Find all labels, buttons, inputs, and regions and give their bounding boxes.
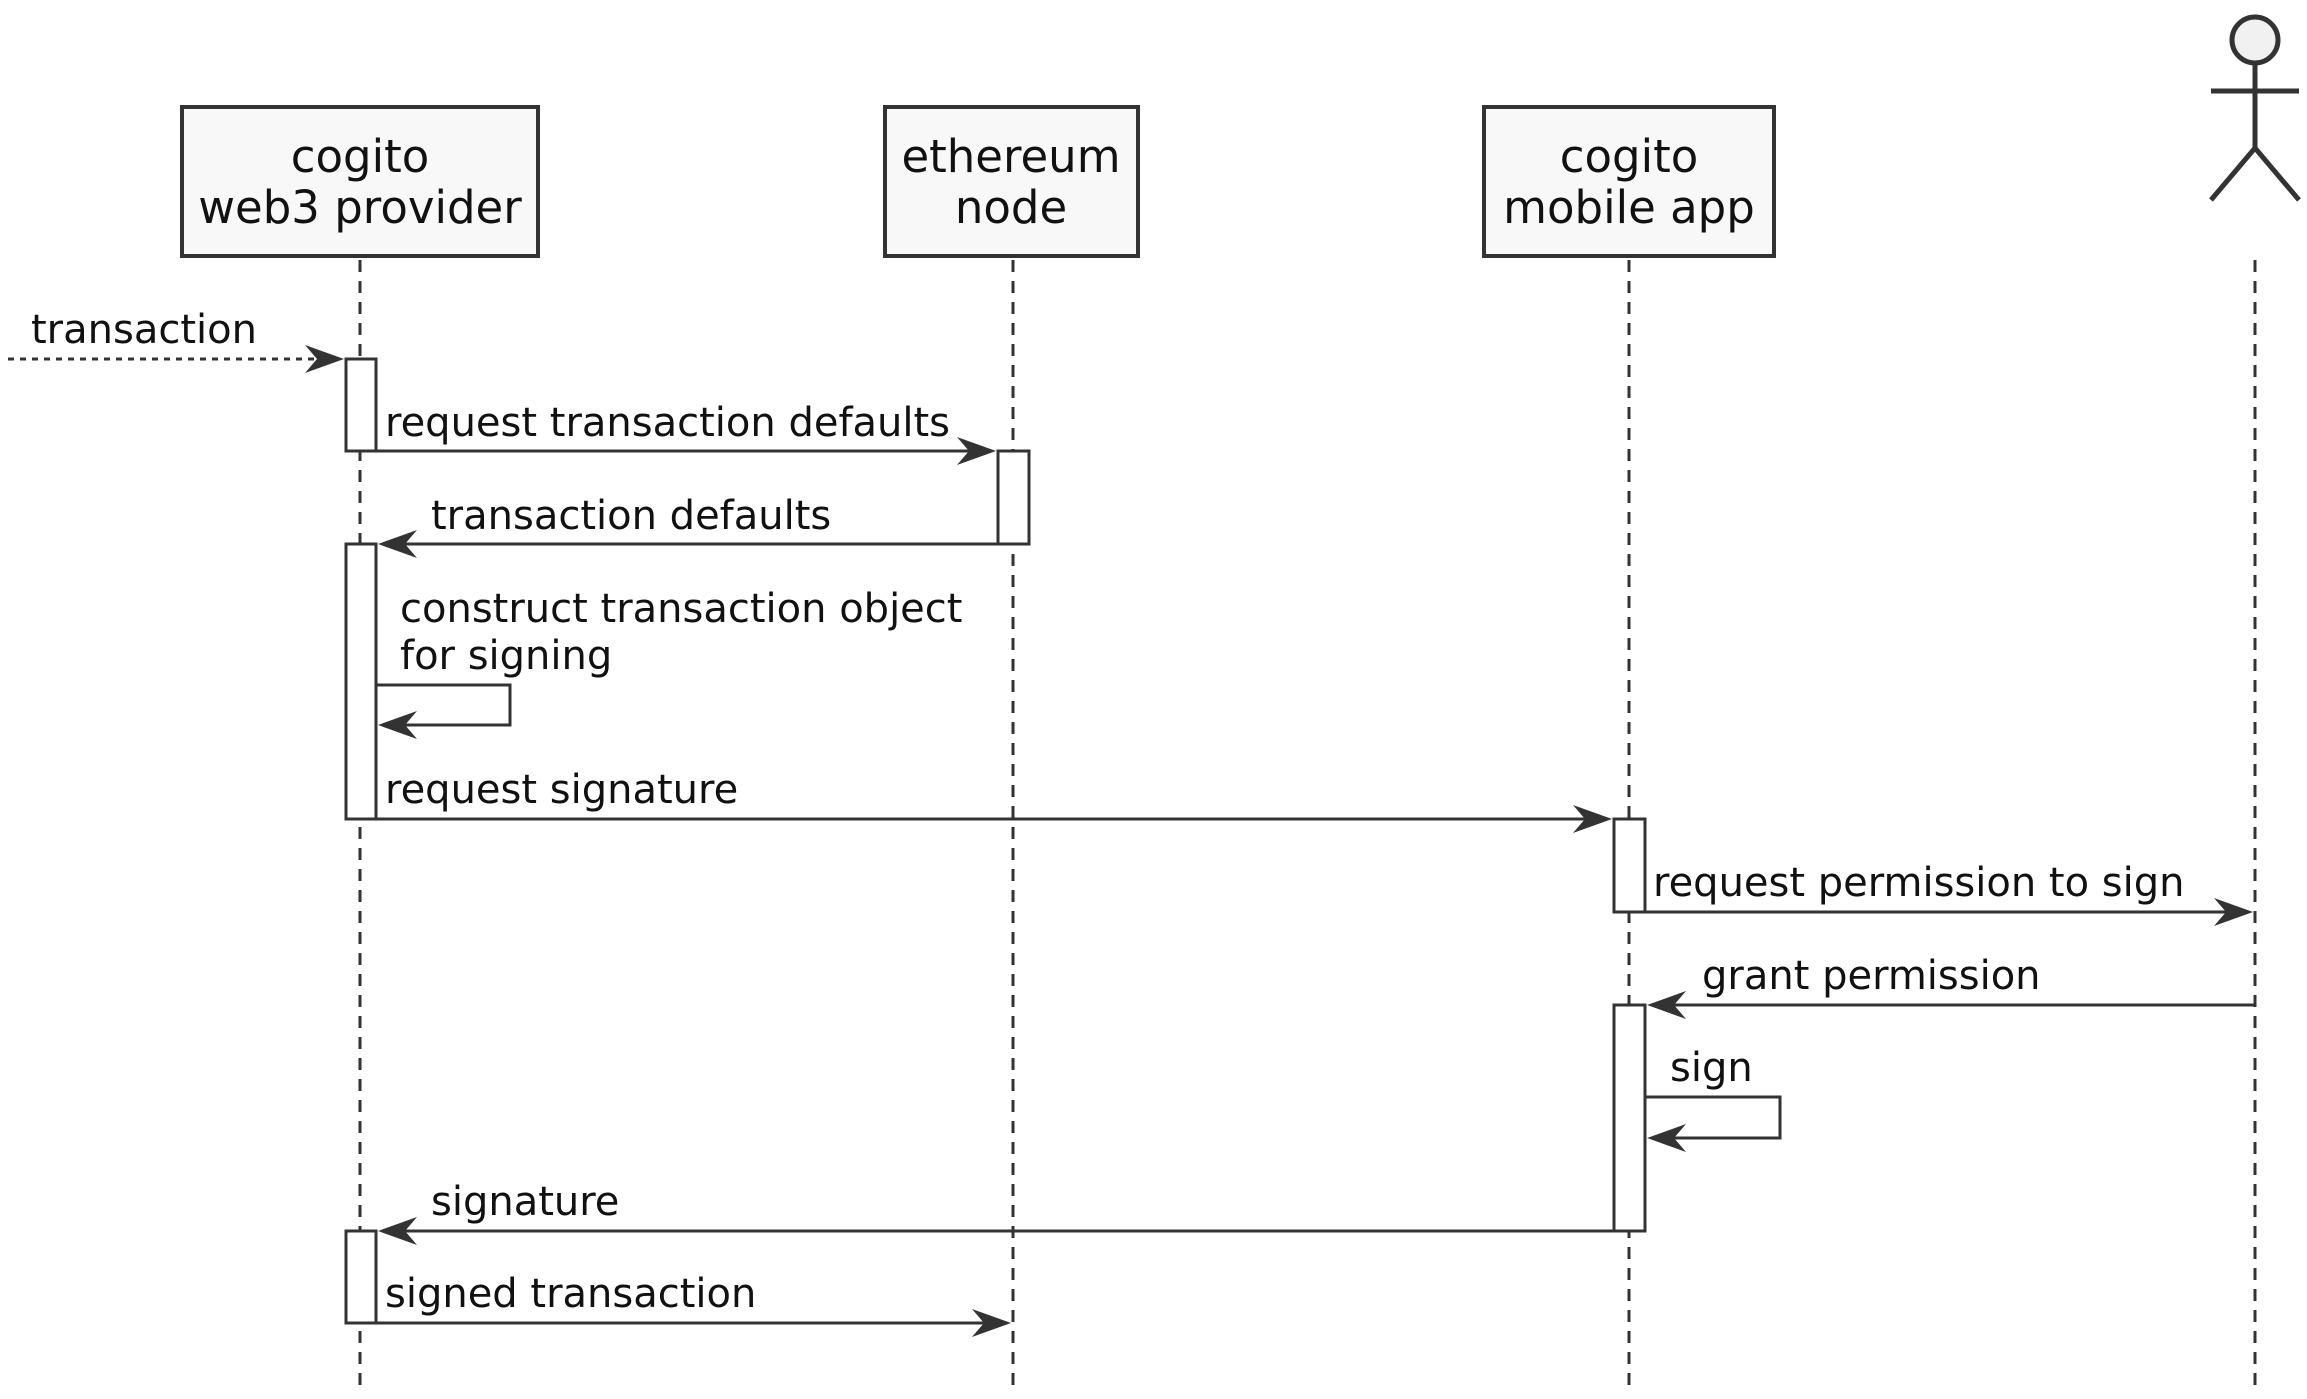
message-sign: sign — [1645, 1045, 1782, 1152]
activation-node-1 — [996, 449, 1031, 546]
participant-ethereum-node-line2: node — [955, 181, 1067, 234]
message-request-permission-to-sign: request permission to sign — [1645, 860, 2253, 926]
message-signed-transaction-label: signed transaction — [385, 1271, 756, 1317]
message-grant-permission: grant permission — [1647, 953, 2255, 1019]
message-construct-transaction-object-label-line1: construct transaction object — [400, 586, 962, 632]
participant-web3-provider-line1: cogito — [291, 130, 430, 183]
message-construct-transaction-object: construct transaction object for signing — [376, 586, 962, 739]
activation-app-1 — [1612, 817, 1647, 914]
participant-ethereum-node: ethereum node — [883, 105, 1140, 258]
activation-web3-3 — [344, 1229, 378, 1325]
participant-web3-provider: cogito web3 provider — [180, 105, 540, 258]
message-transaction: transaction — [8, 307, 344, 373]
message-request-signature-label: request signature — [385, 767, 738, 813]
participant-ethereum-node-line1: ethereum — [901, 130, 1120, 183]
message-transaction-defaults-label: transaction defaults — [431, 493, 831, 539]
message-signature-label: signature — [431, 1179, 619, 1225]
participant-mobile-app: cogito mobile app — [1482, 105, 1776, 258]
message-transaction-defaults: transaction defaults — [378, 493, 998, 558]
message-signed-transaction: signed transaction — [376, 1271, 1011, 1337]
message-request-transaction-defaults: request transaction defaults — [376, 400, 996, 465]
message-sign-label: sign — [1670, 1045, 1753, 1091]
message-signature: signature — [378, 1179, 1614, 1245]
participant-mobile-app-line1: cogito — [1560, 130, 1699, 183]
activation-web3-1 — [344, 357, 378, 453]
activation-app-2 — [1612, 1003, 1647, 1233]
message-construct-transaction-object-label-line2: for signing — [400, 633, 612, 679]
message-grant-permission-label: grant permission — [1702, 953, 2041, 999]
participant-mobile-app-line2: mobile app — [1503, 181, 1755, 234]
activation-web3-2 — [344, 542, 378, 821]
user-actor-icon — [2209, 14, 2301, 202]
message-request-signature: request signature — [376, 767, 1612, 833]
participant-web3-provider-line2: web3 provider — [198, 181, 522, 234]
message-transaction-label: transaction — [31, 307, 257, 353]
message-request-permission-to-sign-label: request permission to sign — [1653, 860, 2184, 906]
message-request-transaction-defaults-label: request transaction defaults — [385, 400, 950, 446]
